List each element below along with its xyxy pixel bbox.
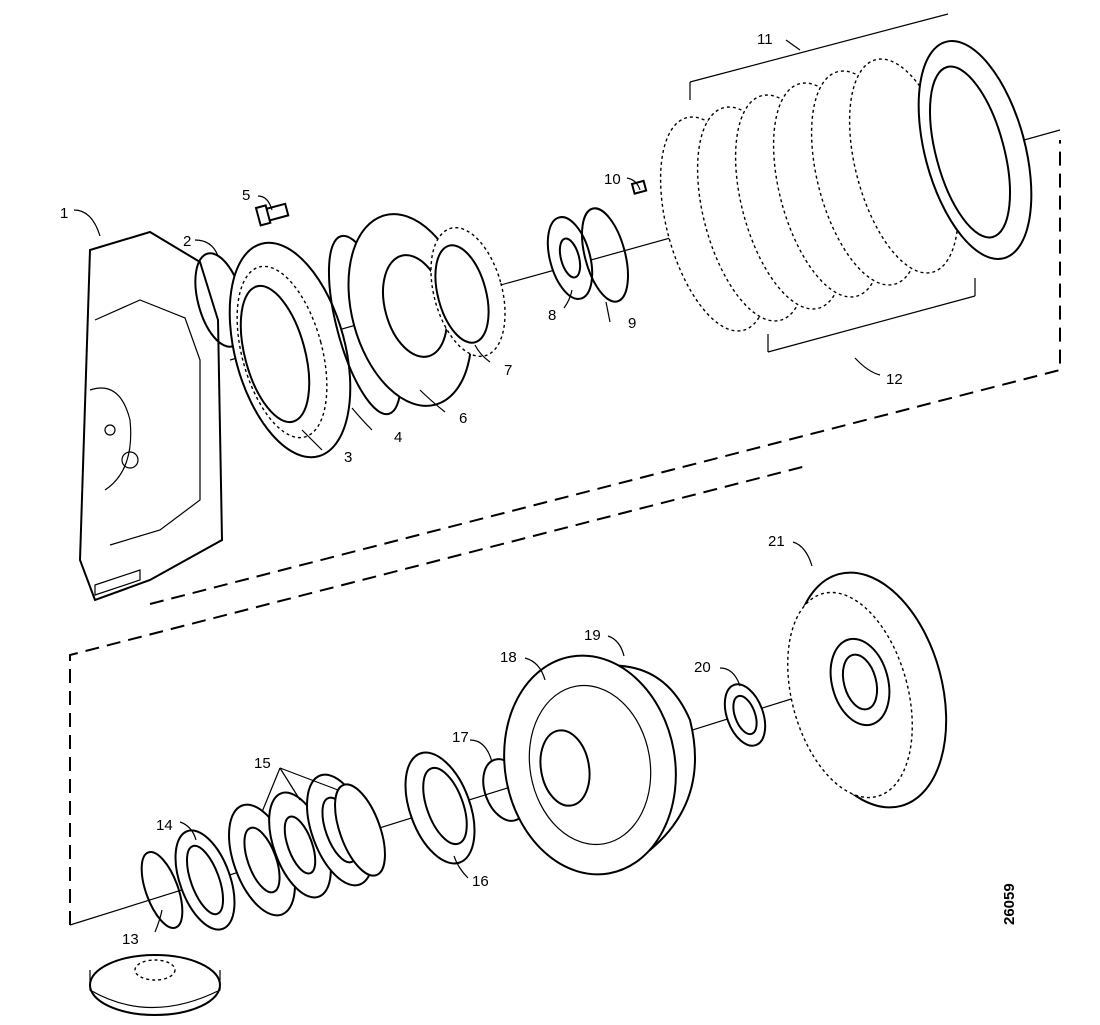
upper-leaders [73, 39, 881, 451]
part-7-gear-hub [430, 226, 506, 358]
callout-18: 18 [500, 649, 517, 666]
callout-2: 2 [183, 233, 191, 250]
part-13-nut [89, 954, 221, 1016]
callout-15: 15 [254, 755, 271, 772]
part-14-rings [140, 829, 236, 931]
callout-8: 8 [548, 307, 556, 324]
lower-dashed-frame [69, 464, 811, 925]
callout-12: 12 [886, 371, 903, 388]
callout-6: 6 [459, 410, 467, 427]
callout-3: 3 [344, 449, 352, 466]
callout-14: 14 [156, 817, 173, 834]
clutch-disc-pack [659, 13, 1033, 353]
callout-19: 19 [584, 627, 601, 644]
callout-7: 7 [504, 362, 512, 379]
lower-assembly [69, 464, 948, 1016]
callout-13: 13 [122, 931, 139, 948]
callout-21: 21 [768, 533, 785, 550]
part-15-seals [228, 773, 386, 917]
part-8-bearing [546, 216, 594, 300]
part-3-splined-hub [228, 241, 352, 459]
callout-20: 20 [694, 659, 711, 676]
callout-4: 4 [394, 429, 402, 446]
callout-17: 17 [452, 729, 469, 746]
part-9-seal [581, 207, 629, 303]
callout-5: 5 [242, 187, 250, 204]
part-16-race [404, 751, 476, 865]
callout-11: 11 [757, 31, 773, 48]
callout-16: 16 [472, 873, 489, 890]
callout-labels: 1 2 3 4 5 6 7 8 9 10 11 12 13 14 15 16 1… [60, 31, 903, 948]
callout-1: 1 [60, 205, 68, 222]
callout-10: 10 [604, 171, 621, 188]
part-21-clutch-housing [787, 571, 948, 809]
part-18-19-drum [503, 654, 696, 876]
upper-assembly [73, 13, 1061, 605]
part-1-housing [78, 230, 224, 602]
callout-9: 9 [628, 315, 636, 332]
part-20-ring [723, 683, 767, 747]
upper-dashed-frame [149, 140, 1061, 605]
part-5-bolt [254, 202, 290, 227]
figure-reference-number: 26059 [1001, 883, 1018, 925]
lower-leaders [154, 541, 813, 933]
